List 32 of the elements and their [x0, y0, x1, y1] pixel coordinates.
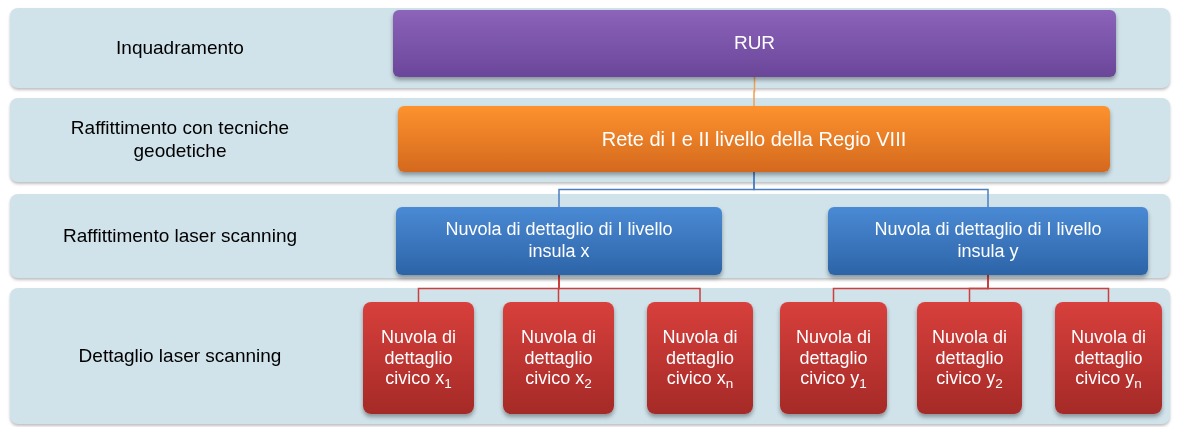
process-box	[828, 207, 1148, 275]
connector-line	[558, 274, 701, 303]
box-text: RUR	[733, 31, 776, 56]
box-text: Nuvola di dettaglio civico y$_{1}$	[794, 326, 872, 390]
box-text: Nuvola di dettaglio civico y$_{2}$	[930, 326, 1008, 390]
box-text: Nuvola di dettaglio civico x$_{1}$	[379, 326, 457, 390]
level-label: Raffittimento con tecniche geodetiche	[69, 117, 291, 163]
level-band	[10, 98, 1170, 182]
connector-line	[753, 171, 989, 208]
level-band	[10, 194, 1170, 278]
process-box	[1055, 302, 1162, 414]
connector-line	[987, 274, 1110, 303]
level-label: Inquadramento	[115, 36, 245, 60]
process-box	[780, 302, 887, 414]
process-box	[647, 302, 753, 414]
process-box	[396, 207, 722, 275]
box-text: Nuvola di dettaglio civico y$_{n}$	[1069, 326, 1147, 390]
process-box	[393, 10, 1116, 77]
box-text: Nuvola di dettaglio di I livello insula x	[444, 219, 674, 263]
box-text: Nuvola di dettaglio civico x$_{2}$	[519, 326, 597, 390]
level-band	[10, 8, 1170, 88]
process-box	[503, 302, 614, 414]
level-label: Raffittimento laser scanning	[61, 224, 299, 248]
connector-line	[753, 76, 756, 107]
process-box	[917, 302, 1022, 414]
process-box	[363, 302, 474, 414]
process-box	[398, 106, 1110, 172]
level-band	[10, 288, 1170, 424]
box-text: Rete di I e II livello della Regio VIII	[601, 127, 907, 152]
box-text: Nuvola di dettaglio civico x$_{n}$	[661, 326, 739, 390]
level-label: Dettaglio laser scanning	[77, 344, 283, 368]
box-text: Nuvola di dettaglio di I livello insula y	[873, 219, 1103, 263]
